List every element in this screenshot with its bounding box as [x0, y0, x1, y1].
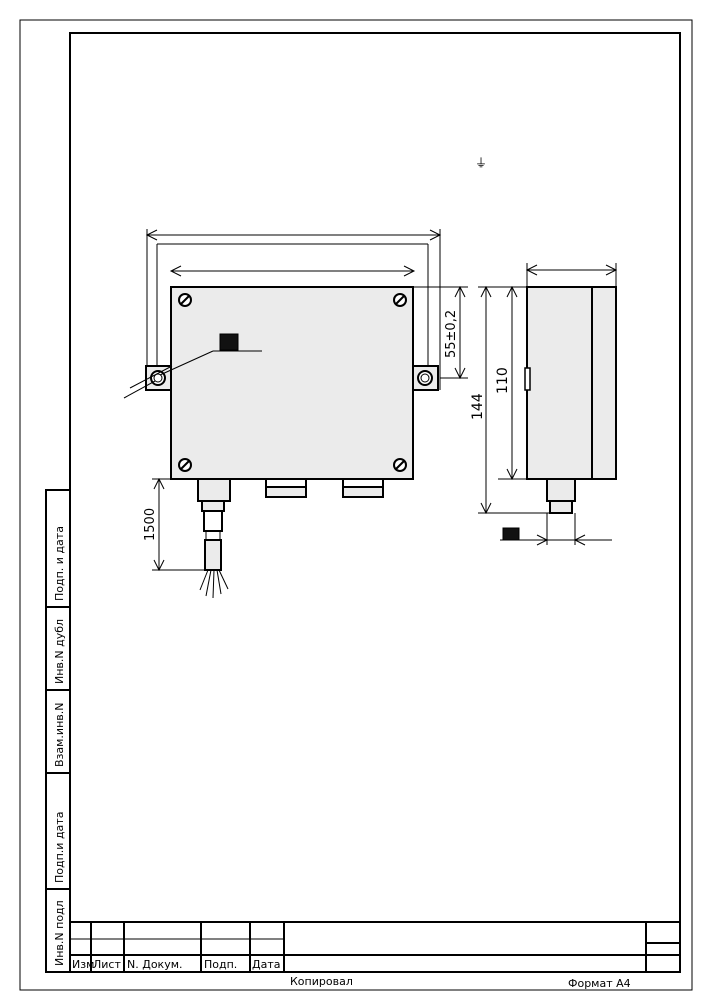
enclosure-front — [170, 286, 414, 480]
enclosure-side — [526, 286, 617, 480]
cable-gland-blank — [265, 478, 307, 498]
side-stamp: Инв.N подл Подп.и дата Взам.инв.N Инв.N … — [45, 489, 71, 973]
side-stamp-label-inv-dup: Инв.N дубл — [53, 619, 66, 684]
title-col-sheet: Лист — [93, 958, 121, 971]
side-view: 110 144 — [470, 263, 618, 546]
format-label: Формат А4 — [568, 977, 631, 990]
main-frame — [69, 32, 681, 973]
cable-gland-connector — [197, 478, 231, 532]
side-stamp-label-sign-date-2: Подп. и дата — [53, 526, 66, 601]
title-col-date: Дата — [252, 958, 280, 971]
title-col-change: Изм — [72, 958, 94, 971]
marker-block — [502, 527, 520, 541]
side-stamp-label-sign-date-1: Подп.и дата — [53, 812, 66, 883]
dim-mount-offset: 55±0,2 — [444, 310, 459, 358]
screw-icon — [178, 293, 192, 307]
ground-symbol-icon: ⏚ — [475, 156, 487, 170]
side-stamp-label-replace-inv: Взам.инв.N — [53, 703, 66, 767]
cable-gland-blank — [342, 478, 384, 498]
side-stamp-frame — [45, 489, 71, 973]
dim-cable-length: 1500 — [143, 508, 158, 541]
screw-icon — [393, 293, 407, 307]
mounting-lug-right — [412, 365, 439, 391]
cable-wires — [199, 569, 229, 599]
front-view: 55±0,2 1500 — [123, 229, 468, 599]
dim-side-height-inner: 110 — [495, 367, 511, 394]
marker-block — [219, 333, 239, 351]
cable — [204, 539, 222, 571]
title-block: Изм Лист N. Докум. Подп. Дата Копировал … — [70, 921, 680, 990]
title-col-doc-number: N. Докум. — [127, 958, 183, 971]
screw-icon — [393, 458, 407, 472]
screw-icon — [178, 458, 192, 472]
copied-by-label: Копировал — [290, 975, 353, 988]
side-stamp-label-inv-orig: Инв.N подл — [53, 900, 66, 966]
title-col-signature: Подп. — [204, 958, 237, 971]
cable-gland-side — [546, 478, 576, 514]
outer-border — [19, 19, 693, 991]
dim-side-height-total: 144 — [470, 393, 486, 420]
